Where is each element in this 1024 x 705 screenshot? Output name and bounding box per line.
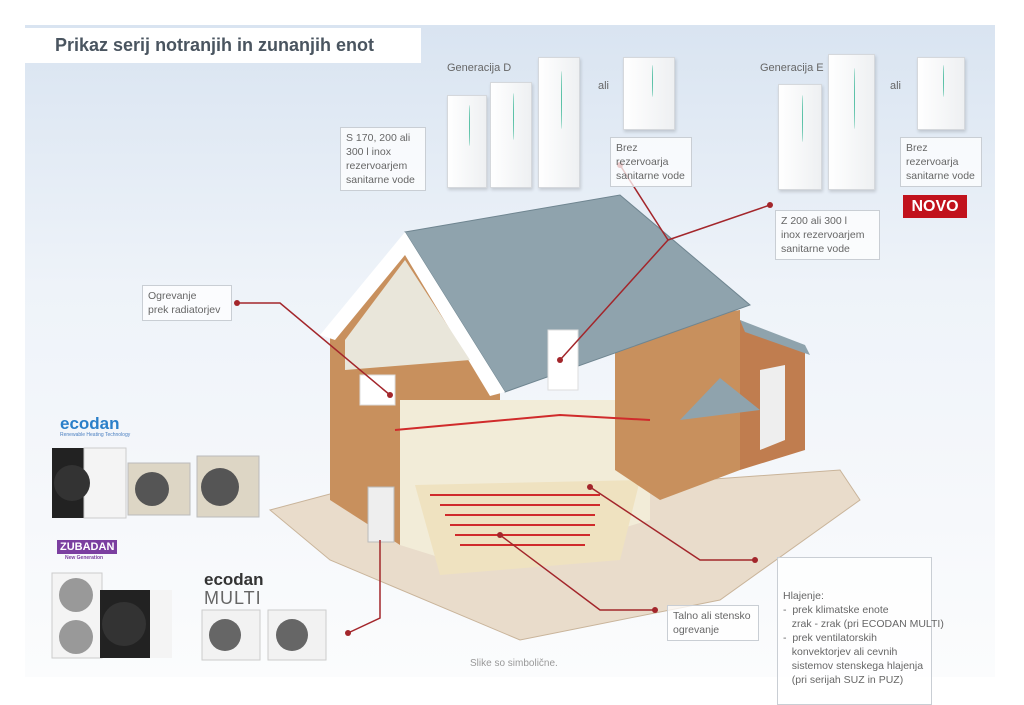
- roof-trim: [320, 232, 505, 396]
- gen-d-no-tank-box: Brez rezervoarja sanitarne vode: [610, 137, 692, 187]
- text-line: Talno ali stensko: [673, 610, 751, 622]
- gen-e-unit-300: [828, 54, 875, 190]
- gen-e-hydrobox: [917, 57, 965, 130]
- gen-e-tank-box: Z 200 ali 300 l inox rezervoarjem sanitarn…: [775, 210, 880, 260]
- text-line: - prek ventilatorskih: [783, 632, 877, 644]
- text-line: rezervoarjem: [346, 160, 408, 172]
- gen-d-or: ali: [598, 80, 610, 92]
- text-line: Brez rezervoarja: [616, 142, 669, 168]
- text-line: sanitarne vode: [906, 170, 975, 182]
- gen-e-no-tank-box: Brez rezervoarja sanitarne vode: [900, 137, 982, 187]
- underfloor-heating: [430, 494, 600, 546]
- text-line: sanitarne vode: [616, 170, 685, 182]
- text-line: Hlajenje:: [783, 590, 824, 602]
- floor-heating-box: Talno ali stensko ogrevanje: [667, 605, 759, 641]
- text-line: - prek klimatske enote: [783, 604, 889, 616]
- gen-d-unit-300: [538, 57, 580, 188]
- zubadan-tagline: New Generation: [65, 555, 104, 561]
- text-line: (pri serijah SUZ in PUZ): [783, 674, 904, 686]
- text-line: Brez rezervoarja: [906, 142, 959, 168]
- text-line: sanitarne vode: [346, 174, 415, 186]
- text-line: prek radiatorjev: [148, 304, 221, 316]
- outdoor-units: [51, 447, 327, 661]
- text-line: ogrevanje: [673, 624, 720, 636]
- ecodan-multi-label: MULTI: [204, 588, 262, 608]
- text-line: S 170, 200 ali: [346, 132, 411, 144]
- floor: [415, 480, 640, 575]
- cooling-box: Hlajenje: - prek klimatske enote zrak - z…: [777, 557, 944, 705]
- gen-d-hydrobox: [623, 57, 675, 130]
- gen-e-or: ali: [890, 80, 902, 92]
- zubadan-logo: ZUBADAN: [57, 540, 118, 554]
- ecodan-tagline: Renewable Heating Technology: [60, 432, 131, 438]
- text-line: 300 l inox: [346, 146, 391, 158]
- radiators-box: Ogrevanje prek radiatorjev: [142, 285, 232, 321]
- gen-e-label: Generacija E: [760, 62, 824, 74]
- footnote: Slike so simbolične.: [470, 658, 558, 669]
- gen-d-unit-200: [490, 82, 532, 188]
- novo-badge: NOVO: [903, 195, 967, 218]
- text-line: Z 200 ali 300 l: [781, 215, 847, 227]
- page-title: Prikaz serij notranjih in zunanjih enot: [25, 28, 421, 63]
- gen-d-tank-box: S 170, 200 ali 300 l inox rezervoarjem sani…: [340, 127, 426, 191]
- porch-roof: [680, 378, 760, 420]
- text-line: sanitarne vode: [781, 243, 850, 255]
- text-line: sistemov stenskega hlajenja: [783, 660, 924, 672]
- text-line: zrak - zrak (pri ECODAN MULTI): [783, 618, 944, 630]
- heat-pump-outdoor: [367, 486, 395, 543]
- house-brick-wall-right: [615, 310, 740, 500]
- text-line: konvektorjev ali cevnih: [783, 646, 898, 658]
- ecodan-logo: ecodan: [60, 414, 120, 433]
- callout-lines: [237, 164, 771, 634]
- ecodan-multi-logo: ecodan: [204, 570, 264, 589]
- text-line: inox rezervoarjem: [781, 229, 865, 241]
- gen-d-label: Generacija D: [447, 62, 512, 74]
- text-line: Ogrevanje: [148, 290, 197, 302]
- gen-d-unit-170: [447, 95, 487, 188]
- gen-e-unit-200: [778, 84, 822, 190]
